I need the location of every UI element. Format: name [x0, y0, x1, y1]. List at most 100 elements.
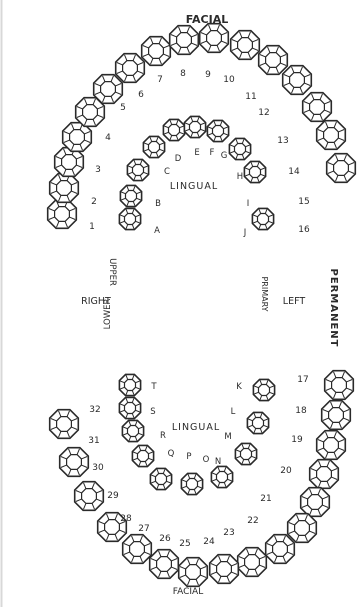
tooth-perm-21: [301, 488, 330, 517]
tooth-perm-6: [94, 75, 123, 104]
tooth-number-11: 11: [245, 92, 256, 102]
tooth-number-8: 8: [180, 69, 186, 79]
tooth-number-9: 9: [205, 70, 211, 80]
tooth-prim-R: [122, 420, 143, 441]
tooth-number-14: 14: [288, 167, 300, 177]
tooth-perm-10: [200, 24, 229, 53]
tooth-number-6: 6: [138, 90, 144, 100]
tooth-number-G: G: [221, 151, 228, 161]
tooth-number-C: C: [164, 167, 170, 177]
tooth-prim-A: [119, 208, 140, 229]
tooth-number-19: 19: [291, 435, 303, 445]
tooth-prim-G: [207, 120, 228, 141]
tooth-prim-Q: [132, 445, 153, 466]
tooth-prim-H: [229, 138, 250, 159]
tooth-perm-7: [116, 54, 145, 83]
tooth-prim-O: [181, 473, 202, 494]
tooth-prim-D: [143, 136, 164, 157]
tooth-number-A: A: [154, 226, 160, 236]
tooth-number-I: I: [247, 199, 250, 209]
tooth-number-27: 27: [138, 524, 149, 534]
tooth-perm-22: [288, 514, 317, 543]
tooth-number-2: 2: [91, 197, 97, 207]
tooth-number-13: 13: [277, 136, 288, 146]
tooth-perm-8: [142, 37, 171, 66]
tooth-number-12: 12: [258, 108, 269, 118]
tooth-perm-31: [60, 448, 89, 477]
tooth-number-T: T: [150, 382, 157, 392]
tooth-perm-27: [150, 550, 179, 579]
tooth-number-R: R: [160, 431, 166, 441]
tooth-number-5: 5: [120, 103, 126, 113]
tooth-perm-20: [310, 460, 339, 489]
tooth-perm-28: [123, 535, 152, 564]
tooth-perm-2: [50, 174, 79, 203]
tooth-number-4: 4: [105, 133, 111, 143]
tooth-number-N: N: [215, 457, 221, 467]
tooth-perm-18: [322, 401, 351, 430]
tooth-prim-I: [244, 161, 265, 182]
tooth-prim-T: [119, 374, 140, 395]
permanent-vertical-label: PERMANENT: [328, 269, 339, 348]
tooth-number-16: 16: [298, 225, 310, 235]
tooth-number-3: 3: [95, 165, 101, 175]
tooth-number-K: K: [236, 382, 242, 392]
tooth-prim-K: [253, 379, 274, 400]
tooth-perm-9: [170, 26, 199, 55]
tooth-number-32: 32: [89, 405, 100, 415]
tooth-number-D: D: [175, 154, 182, 164]
tooth-number-26: 26: [159, 534, 171, 544]
tooth-number-20: 20: [280, 466, 292, 476]
tooth-perm-11: [231, 31, 260, 60]
facial-bottom-title: FACIAL: [173, 587, 203, 597]
tooth-perm-19: [317, 431, 346, 460]
tooth-number-29: 29: [107, 491, 119, 501]
tooth-number-Q: Q: [168, 449, 175, 459]
tooth-number-M: M: [224, 432, 231, 442]
tooth-perm-26: [179, 558, 208, 587]
lingual-lower-label: LINGUAL: [172, 422, 220, 433]
lower-vertical-label: LOWER: [103, 299, 113, 330]
tooth-number-17: 17: [297, 375, 308, 385]
tooth-number-S: S: [150, 407, 155, 417]
tooth-number-23: 23: [223, 528, 234, 538]
tooth-number-J: J: [243, 228, 247, 238]
tooth-prim-B: [120, 185, 141, 206]
tooth-number-L: L: [231, 407, 236, 417]
tooth-perm-12: [259, 46, 288, 75]
tooth-perm-15: [317, 121, 346, 150]
tooth-number-15: 15: [298, 197, 309, 207]
upper-vertical-label: UPPER: [107, 258, 117, 286]
tooth-number-O: O: [203, 455, 210, 465]
tooth-prim-N: [211, 466, 232, 487]
left-side-label: LEFT: [283, 296, 306, 307]
tooth-perm-16: [327, 154, 356, 183]
tooth-perm-25: [210, 555, 239, 584]
tooth-number-31: 31: [88, 436, 99, 446]
tooth-number-H: H: [237, 172, 243, 182]
primary-vertical-label: PRIMARY: [260, 276, 269, 311]
tooth-number-7: 7: [157, 75, 163, 85]
tooth-number-F: F: [210, 148, 215, 158]
tooth-number-18: 18: [295, 406, 307, 416]
facial-top-title: FACIAL: [186, 13, 228, 26]
tooth-prim-E: [163, 119, 184, 140]
tooth-prim-F: [184, 116, 205, 137]
tooth-prim-J: [252, 208, 273, 229]
tooth-perm-14: [303, 93, 332, 122]
tooth-prim-C: [127, 159, 148, 180]
tooth-perm-13: [283, 66, 312, 95]
tooth-number-25: 25: [179, 539, 190, 549]
tooth-prim-M: [235, 443, 256, 464]
tooth-number-22: 22: [247, 516, 258, 526]
tooth-perm-17: [325, 371, 354, 400]
tooth-number-1: 1: [89, 222, 95, 232]
tooth-prim-P: [150, 468, 171, 489]
tooth-perm-24: [238, 548, 267, 577]
tooth-number-28: 28: [120, 514, 132, 524]
tooth-perm-23: [266, 535, 295, 564]
tooth-number-30: 30: [92, 463, 104, 473]
tooth-perm-30: [75, 482, 104, 511]
tooth-number-10: 10: [223, 75, 235, 85]
